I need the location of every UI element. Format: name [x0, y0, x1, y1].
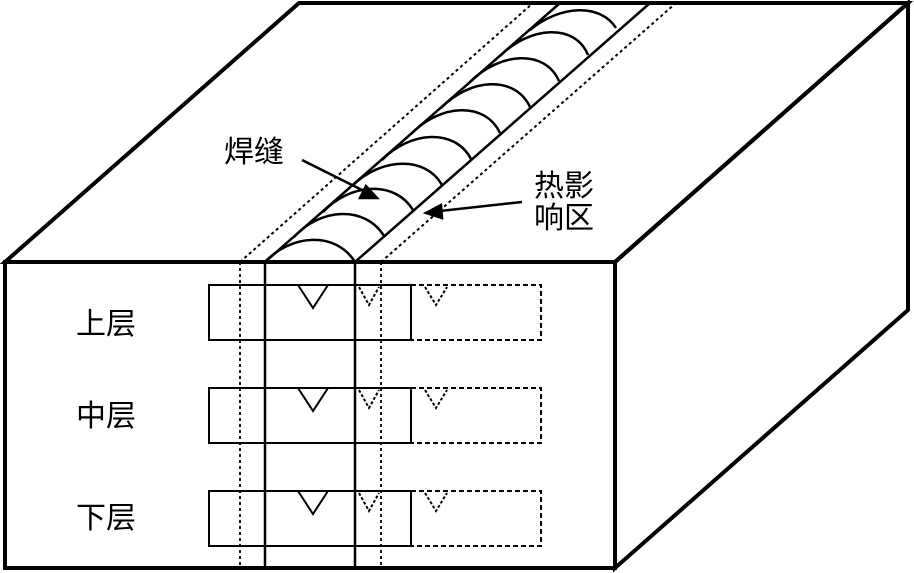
- notch-base-metal: [424, 389, 448, 410]
- notch-haz: [358, 286, 380, 308]
- specimen-bar-solid: [208, 490, 412, 547]
- weld-callout-line: [301, 158, 365, 193]
- specimen-bar-dashed: [410, 284, 542, 341]
- notch-weld: [297, 387, 329, 413]
- layer-label-upper: 上层: [76, 307, 136, 342]
- layer-label-middle: 中层: [76, 399, 136, 434]
- notch-haz: [358, 492, 380, 514]
- haz-label-line2: 响区: [534, 201, 594, 236]
- weld-ripple: [529, 9, 618, 31]
- block-side-face: [613, 0, 910, 573]
- haz-left-boundary: [239, 2, 534, 263]
- notch-haz: [358, 389, 380, 411]
- weld-section-front: [239, 262, 382, 568]
- weld-ripple: [293, 212, 386, 238]
- weld-ripple: [322, 187, 415, 213]
- weld-ripple: [264, 238, 357, 263]
- haz-callout-arrowhead: [422, 202, 444, 220]
- notch-base-metal: [424, 492, 448, 513]
- weld-ripple: [351, 162, 444, 187]
- weld-ripple: [410, 109, 502, 135]
- weld-callout-arrowhead: [357, 183, 380, 200]
- specimen-bar-dashed: [410, 387, 542, 444]
- layer-label-lower: 下层: [76, 501, 136, 536]
- specimen-row-upper: [208, 284, 542, 341]
- weld-ripple: [469, 57, 561, 83]
- block-top-face: [0, 1, 914, 264]
- weld-bead-ripples: [264, 9, 618, 263]
- haz-callout-line: [439, 200, 523, 213]
- notch-weld: [297, 284, 329, 310]
- callout-arrows: [301, 158, 523, 220]
- specimen-bar-solid: [208, 284, 412, 341]
- specimen-bar-solid: [208, 387, 412, 444]
- specimen-row-middle: [208, 387, 542, 444]
- haz-label-line1: 热影: [534, 169, 594, 204]
- weld-seam-top: [239, 2, 677, 263]
- specimen-row-lower: [208, 490, 542, 547]
- notch-weld: [297, 490, 329, 516]
- weld-ripple: [499, 31, 590, 57]
- weld-ripple: [381, 135, 473, 161]
- specimen-bar-dashed: [410, 490, 542, 547]
- notch-base-metal: [424, 286, 448, 307]
- weld-ripple: [440, 83, 532, 109]
- weld-label: 焊缝: [224, 135, 284, 170]
- haz-right-boundary: [380, 2, 677, 263]
- weld-seam-right-edge: [354, 2, 651, 263]
